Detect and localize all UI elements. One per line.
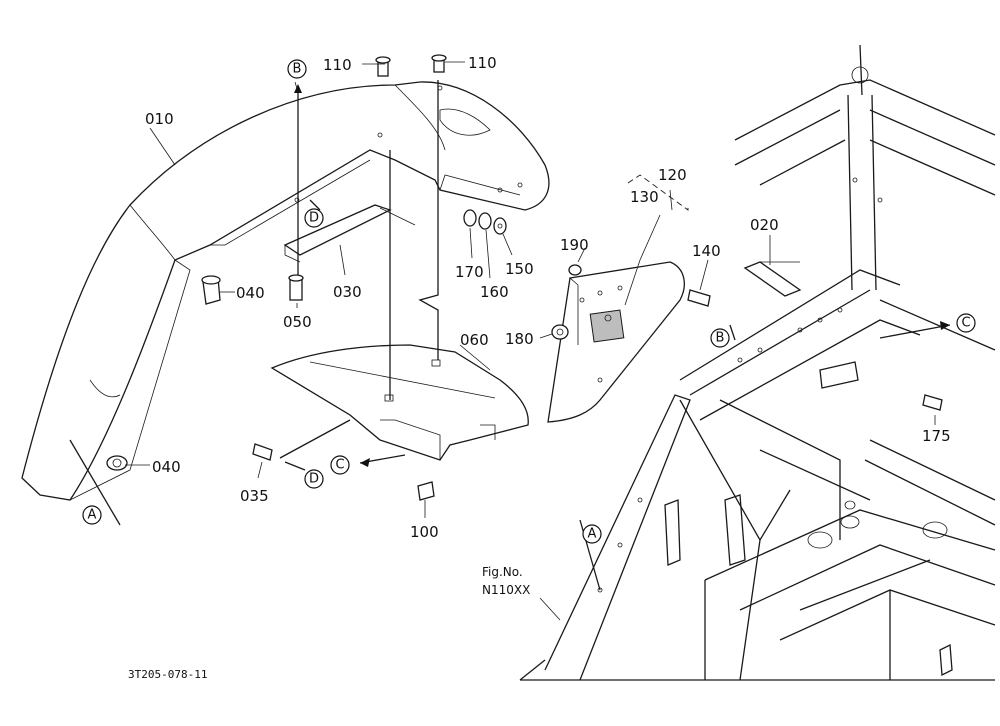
label-110-right: 110 — [468, 54, 497, 72]
marker-c-left: C — [330, 455, 350, 475]
label-050: 050 — [283, 313, 312, 331]
svg-text:B: B — [293, 62, 302, 77]
svg-text:D: D — [309, 211, 319, 226]
marker-b-top: B — [287, 59, 307, 79]
fig-no-value: N110XX — [482, 583, 530, 597]
label-060: 060 — [460, 331, 489, 349]
bracket-030 — [283, 92, 416, 295]
svg-text:A: A — [588, 527, 597, 542]
reference-markers: B D C D A B C A — [82, 59, 976, 544]
part-labels: 010 110 110 040 040 050 030 060 170 160 … — [145, 54, 951, 541]
svg-text:B: B — [716, 331, 725, 346]
label-190: 190 — [560, 236, 589, 254]
label-110-left: 110 — [323, 56, 352, 74]
label-130: 130 — [630, 188, 659, 206]
svg-text:C: C — [335, 458, 344, 473]
label-040-upper: 040 — [236, 284, 265, 302]
svg-text:A: A — [88, 508, 97, 523]
label-035: 035 — [240, 487, 269, 505]
marker-a-left: A — [82, 505, 102, 525]
marker-b-right: B — [710, 328, 730, 348]
label-150: 150 — [505, 260, 534, 278]
marker-a-right: A — [582, 524, 602, 544]
label-100: 100 — [410, 523, 439, 541]
hardware — [106, 54, 943, 501]
marker-d-bottom: D — [304, 469, 324, 489]
svg-text:D: D — [309, 472, 319, 487]
panel-120 — [547, 261, 685, 423]
fender-010 — [21, 81, 550, 501]
label-175: 175 — [922, 427, 951, 445]
label-180: 180 — [505, 330, 534, 348]
label-020: 020 — [750, 216, 779, 234]
leader-lines — [69, 61, 951, 621]
machine-frame — [519, 44, 996, 681]
label-030: 030 — [333, 283, 362, 301]
svg-text:C: C — [961, 316, 970, 331]
label-170: 170 — [455, 263, 484, 281]
label-140: 140 — [692, 242, 721, 260]
label-160: 160 — [480, 283, 509, 301]
drawing-code: 3T205-078-11 — [128, 668, 207, 681]
label-010: 010 — [145, 110, 174, 128]
marker-d-top: D — [304, 208, 324, 228]
fig-no-label: Fig.No. — [482, 565, 523, 579]
marker-c-right: C — [956, 313, 976, 333]
cover-060 — [270, 80, 529, 461]
figure-reference: Fig.No. N110XX — [482, 565, 530, 597]
label-040-lower: 040 — [152, 458, 181, 476]
label-120: 120 — [658, 166, 687, 184]
